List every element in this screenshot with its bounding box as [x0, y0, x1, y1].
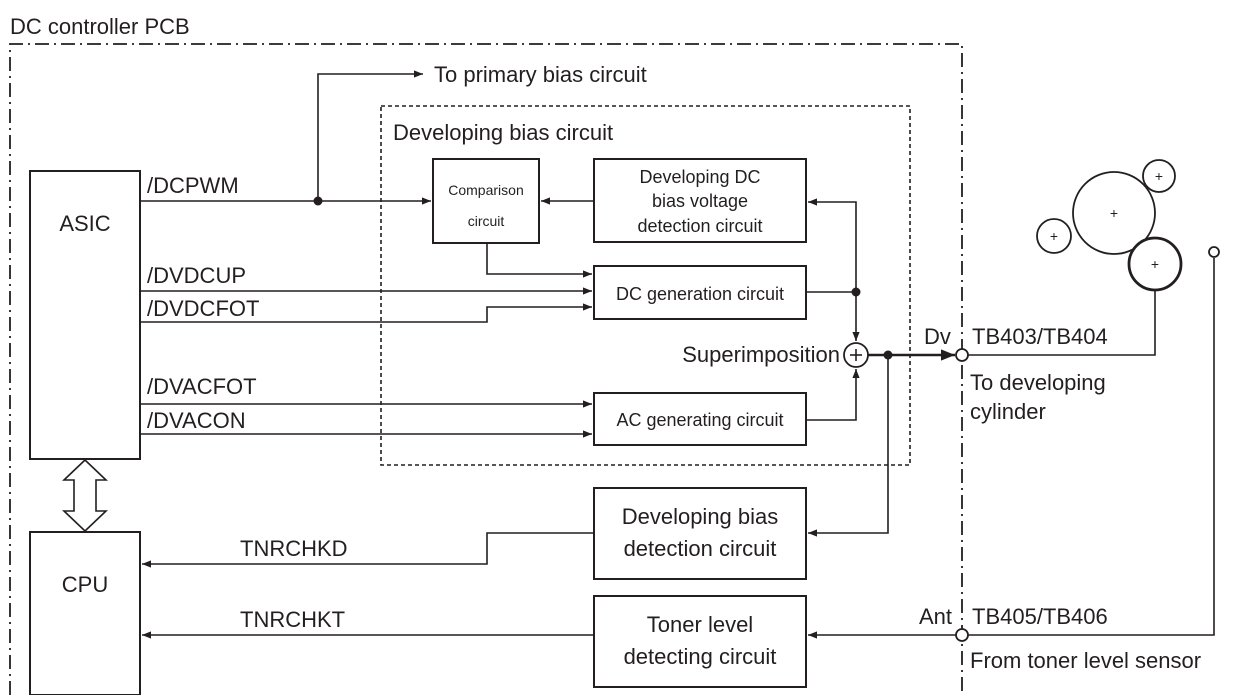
primary-bias-label: To primary bias circuit [434, 62, 647, 87]
bias-detection-block: Developing bias detection circuit [593, 487, 807, 580]
left-roller [1036, 218, 1072, 254]
dv-terminal [955, 348, 969, 362]
comparison-to-dc-gen [486, 243, 592, 278]
roller-assembly: + + + + [1036, 159, 1183, 292]
tnrchkd-line [142, 532, 594, 568]
tb-toner-label: TB405/TB406 [972, 604, 1108, 629]
dc-generation-block: DC generation circuit [593, 265, 807, 320]
ac-generating-block: AC generating circuit [593, 392, 807, 446]
developing-bias-label: Developing bias circuit [393, 120, 613, 145]
to-dev-cyl-label-2: cylinder [970, 399, 1046, 424]
dc-bias-detection-block: Developing DC bias voltage detection cir… [593, 158, 807, 243]
dev-cylinder-mark: + [1151, 256, 1159, 272]
pcb-label: DC controller PCB [10, 14, 190, 39]
from-toner-label: From toner level sensor [970, 648, 1201, 673]
tb-dev-label: TB403/TB404 [972, 324, 1108, 349]
to-bias-detection [808, 355, 889, 537]
comparison-label-2: circuit [468, 213, 505, 229]
dc-detect-label-3: detection circuit [637, 216, 762, 236]
ac-to-superimposition [806, 369, 860, 421]
ant-to-sensor [968, 258, 1215, 636]
dv-label: Dv [924, 324, 951, 349]
photosensitive-drum [1072, 171, 1156, 255]
superimposition-label: Superimposition [682, 342, 840, 367]
upper-roller-mark: + [1155, 168, 1163, 184]
cpu-label: CPU [62, 572, 108, 597]
dv-to-cylinder [968, 290, 1156, 356]
asic-cpu-bus [62, 458, 108, 533]
dc-gen-label: DC generation circuit [616, 284, 784, 304]
tnrchkd-label: TNRCHKD [240, 536, 348, 561]
dvacfot-label: /DVACFOT [147, 374, 257, 399]
asic-block: ASIC [29, 170, 141, 460]
cpu-block: CPU [29, 531, 141, 695]
ac-gen-label: AC generating circuit [616, 410, 783, 430]
pcb-boundary [9, 43, 963, 695]
dvdcfot-line [140, 303, 592, 323]
dc-detect-label-1: Developing DC [639, 167, 760, 187]
sensor-antenna-terminal [1208, 246, 1220, 258]
toner-detect-label-2: detecting circuit [624, 644, 777, 669]
to-dev-cyl-label-1: To developing [970, 370, 1106, 395]
drum-mark: + [1110, 205, 1118, 221]
ant-label: Ant [919, 604, 952, 629]
dc-detect-label-2: bias voltage [652, 191, 748, 211]
asic-label: ASIC [59, 211, 110, 236]
toner-detect-label-1: Toner level [647, 612, 753, 637]
tnrchkt-label: TNRCHKT [240, 607, 345, 632]
developing-cylinder [1127, 236, 1183, 292]
comparison-label-1: Comparison [448, 182, 523, 198]
upper-roller [1142, 159, 1176, 193]
dcpwm-label: /DCPWM [147, 173, 239, 198]
bias-detect-label-1: Developing bias [622, 504, 779, 529]
left-roller-mark: + [1050, 228, 1058, 244]
dvdcup-label: /DVDCUP [147, 263, 246, 288]
superimposition-node [843, 342, 869, 368]
primary-bias-line [317, 70, 423, 201]
bias-detect-label-2: detection circuit [624, 536, 777, 561]
feedback-line [808, 198, 857, 292]
ant-terminal [955, 628, 969, 642]
toner-detecting-block: Toner level detecting circuit [593, 595, 807, 688]
dvacon-label: /DVACON [147, 408, 246, 433]
comparison-circuit-block: Comparison circuit [432, 158, 540, 244]
developing-bias-region [380, 105, 911, 466]
dvdcfot-label: /DVDCFOT [147, 296, 259, 321]
